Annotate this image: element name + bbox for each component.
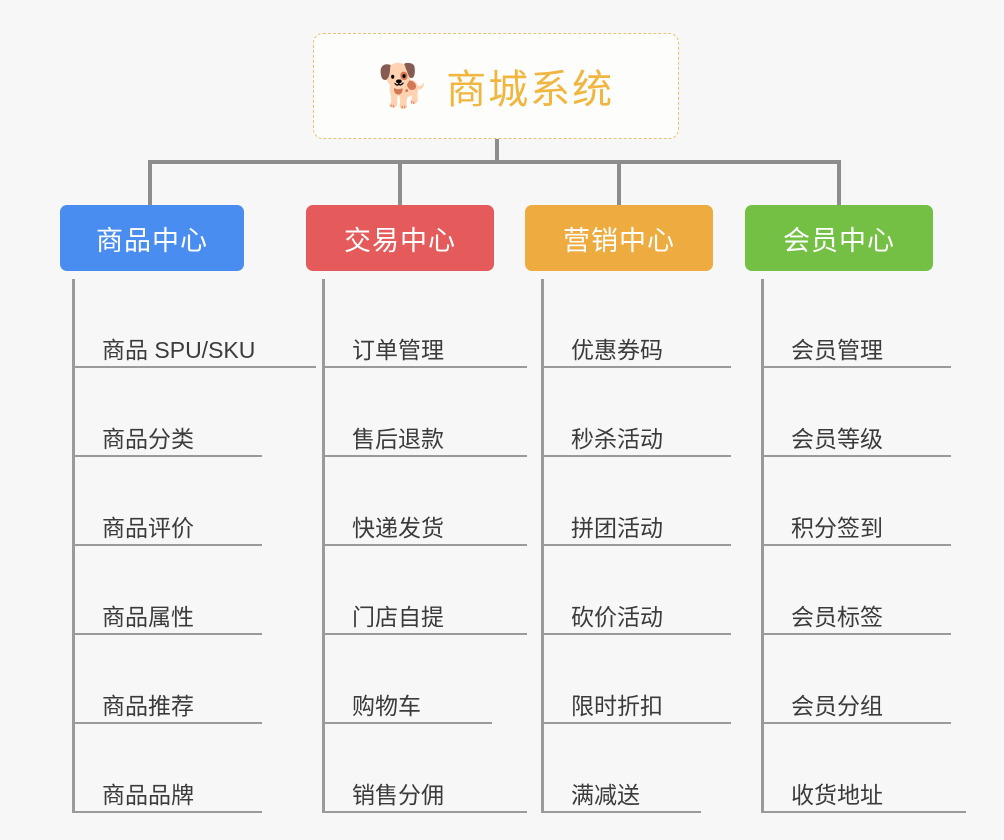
leaf-item-label: 订单管理 [352,336,444,363]
leaf-underline [72,544,262,546]
leaf-underline [541,722,731,724]
leaf-item[interactable]: 商品推荐 [72,635,262,724]
connector-drop-2 [398,160,402,205]
root-title: 商城系统 [446,68,615,112]
leaf-underline [322,455,527,457]
leaf-item-label: 快递发货 [352,514,444,541]
leaf-item[interactable]: 限时折扣 [541,635,731,724]
leaf-item-label: 拼团活动 [571,514,663,541]
connector-horizontal-bus [150,160,839,164]
leaf-underline [541,811,701,813]
leaf-underline [761,366,951,368]
leaf-underline [322,722,492,724]
leaf-underline [761,455,951,457]
connector-root-stub [495,139,499,164]
leaf-item[interactable]: 销售分佣 [322,724,527,813]
leaf-underline [72,455,262,457]
branch-trunk-line [72,279,75,813]
leaf-item[interactable]: 会员管理 [761,279,951,368]
leaf-underline [761,544,951,546]
category-header-label: 会员中心 [783,225,895,256]
category-header-2[interactable]: 交易中心 [306,205,494,271]
leaf-underline [72,722,262,724]
leaf-item-label: 购物车 [352,692,421,719]
branch-column-1: 商品 SPU/SKU 商品分类商品评价商品属性商品推荐商品品牌 [72,279,332,813]
root-node[interactable]: 🐕 商城系统 [313,33,679,139]
branch-column-2: 订单管理售后退款快递发货门店自提购物车销售分佣 [322,279,582,813]
branch-column-3: 优惠券码秒杀活动拼团活动砍价活动限时折扣满减送 [541,279,801,813]
branch-trunk-line [541,279,544,813]
leaf-underline [72,366,316,368]
leaf-item[interactable]: 订单管理 [322,279,527,368]
leaf-underline [322,811,527,813]
shiba-dog-icon: 🐕 [377,62,431,109]
category-header-4[interactable]: 会员中心 [745,205,933,271]
leaf-underline [72,633,262,635]
leaf-item-label: 门店自提 [352,603,444,630]
leaf-item[interactable]: 优惠券码 [541,279,731,368]
leaf-item-label: 满减送 [571,781,640,808]
leaf-underline [761,722,951,724]
leaf-item-label: 会员管理 [791,336,883,363]
leaf-item[interactable]: 秒杀活动 [541,368,731,457]
connector-drop-1 [148,160,152,205]
category-header-label: 营销中心 [563,225,675,256]
leaf-underline [322,366,527,368]
leaf-underline [541,366,731,368]
leaf-item-label: 商品推荐 [102,692,194,719]
leaf-item-label: 商品评价 [102,514,194,541]
leaf-item[interactable]: 砍价活动 [541,546,731,635]
leaf-item-label: 限时折扣 [571,692,663,719]
leaf-item[interactable]: 商品分类 [72,368,262,457]
category-header-1[interactable]: 商品中心 [60,205,244,271]
leaf-item-label: 销售分佣 [352,781,444,808]
leaf-underline [322,633,527,635]
leaf-item[interactable]: 购物车 [322,635,492,724]
leaf-item-label: 售后退款 [352,425,444,452]
leaf-item-label: 商品属性 [102,603,194,630]
category-header-3[interactable]: 营销中心 [525,205,713,271]
leaf-item-label: 会员等级 [791,425,883,452]
leaf-item[interactable]: 快递发货 [322,457,527,546]
leaf-item-label: 秒杀活动 [571,425,663,452]
leaf-item[interactable]: 商品属性 [72,546,262,635]
leaf-item-label: 会员标签 [791,603,883,630]
leaf-item-label: 商品 SPU/SKU [102,336,256,363]
leaf-item[interactable]: 售后退款 [322,368,527,457]
leaf-underline [541,455,731,457]
leaf-item-label: 商品品牌 [102,781,194,808]
leaf-item[interactable]: 会员等级 [761,368,951,457]
leaf-underline [541,633,731,635]
connector-drop-4 [837,160,841,205]
leaf-item[interactable]: 积分签到 [761,457,951,546]
leaf-underline [541,544,731,546]
category-header-label: 商品中心 [96,225,208,256]
leaf-item[interactable]: 会员标签 [761,546,951,635]
leaf-underline [761,811,966,813]
leaf-item-label: 收货地址 [791,781,883,808]
leaf-item-label: 商品分类 [102,425,194,452]
leaf-item[interactable]: 满减送 [541,724,701,813]
leaf-underline [72,811,262,813]
connector-drop-3 [617,160,621,205]
leaf-item[interactable]: 拼团活动 [541,457,731,546]
leaf-item[interactable]: 商品 SPU/SKU [72,279,316,368]
branch-column-4: 会员管理会员等级积分签到会员标签会员分组收货地址 [761,279,1004,813]
leaf-underline [761,633,951,635]
leaf-item[interactable]: 商品评价 [72,457,262,546]
leaf-item[interactable]: 门店自提 [322,546,527,635]
leaf-item-label: 砍价活动 [571,603,663,630]
category-header-label: 交易中心 [344,225,456,256]
leaf-underline [322,544,527,546]
leaf-item-label: 会员分组 [791,692,883,719]
leaf-item-label: 积分签到 [791,514,883,541]
leaf-item[interactable]: 会员分组 [761,635,951,724]
branch-trunk-line [322,279,325,813]
leaf-item-label: 优惠券码 [571,336,663,363]
leaf-item[interactable]: 商品品牌 [72,724,262,813]
leaf-item[interactable]: 收货地址 [761,724,966,813]
branch-trunk-line [761,279,764,813]
